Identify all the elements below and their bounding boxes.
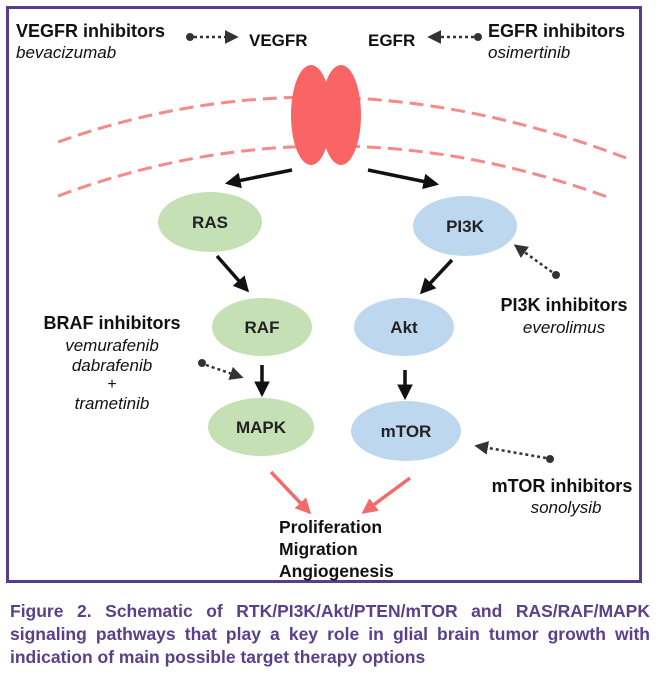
braf-inhibitors-title: BRAF inhibitors <box>44 313 181 333</box>
egfr-inhibitors-title: EGFR inhibitors <box>488 21 625 41</box>
mtor-inhibitor-dot <box>546 455 554 463</box>
raf-label: RAF <box>245 318 280 337</box>
braf-inhibitor-arrow <box>205 363 244 380</box>
braf-drug-3: trametinib <box>75 394 150 413</box>
pathway-diagram: VEGFR EGFR VEGFR inhibitors bevacizumab … <box>16 21 633 581</box>
pi3k-inhibitor-dot <box>552 271 560 279</box>
pi3k-inhibitors-title: PI3K inhibitors <box>500 295 627 315</box>
pi3k-label: PI3K <box>446 217 485 236</box>
braf-inhibitor-dot <box>198 359 206 367</box>
raf-node <box>212 298 312 356</box>
akt-label: Akt <box>390 318 418 337</box>
mtor-inhibitors-title: mTOR inhibitors <box>492 476 633 496</box>
mtor-to-outcomes-arrow <box>361 476 412 514</box>
mapk-to-outcomes-arrow <box>269 470 312 515</box>
outcome-proliferation: Proliferation <box>279 517 382 537</box>
pi3k-inhibitor-arrow <box>513 244 553 274</box>
braf-drug-1: vemurafenib <box>65 336 159 355</box>
vegfr-label: VEGFR <box>249 31 308 50</box>
mapk-label: MAPK <box>236 418 287 437</box>
vegfr-inhibitor-dot <box>186 33 194 41</box>
pi3k-to-akt-arrow <box>419 258 454 295</box>
egfr-inhibitor-dot <box>474 33 482 41</box>
mtor-inhibitor-arrow <box>474 441 547 460</box>
ras-label: RAS <box>192 213 228 232</box>
pi3k-node <box>413 196 517 256</box>
akt-node <box>354 298 454 356</box>
mapk-node <box>208 398 314 456</box>
receptor-left-lobe <box>291 65 331 165</box>
mtor-label: mTOR <box>381 422 432 441</box>
egfr-label: EGFR <box>368 31 415 50</box>
braf-drug-2: dabrafenib <box>72 356 152 375</box>
receptor-to-pi3k-arrow <box>367 168 440 190</box>
braf-drug-plus: + <box>107 376 116 393</box>
mtor-inhibitor-drug: sonolysib <box>531 498 602 517</box>
receptor-to-ras-arrow <box>224 168 293 189</box>
outcome-migration: Migration <box>279 539 358 559</box>
receptor-right-lobe <box>321 65 361 165</box>
outcome-angiogenesis: Angiogenesis <box>279 561 394 581</box>
vegfr-inhibitor-drug: bevacizumab <box>16 43 116 62</box>
egfr-inhibitor-drug: osimertinib <box>488 43 570 62</box>
figure-caption: Figure 2. Schematic of RTK/PI3K/Akt/PTEN… <box>10 601 650 667</box>
ras-to-raf-arrow <box>215 254 250 293</box>
pi3k-inhibitor-drug: everolimus <box>523 318 606 337</box>
ras-node <box>158 192 262 252</box>
vegfr-inhibitors-title: VEGFR inhibitors <box>16 21 165 41</box>
mtor-node <box>351 401 461 461</box>
